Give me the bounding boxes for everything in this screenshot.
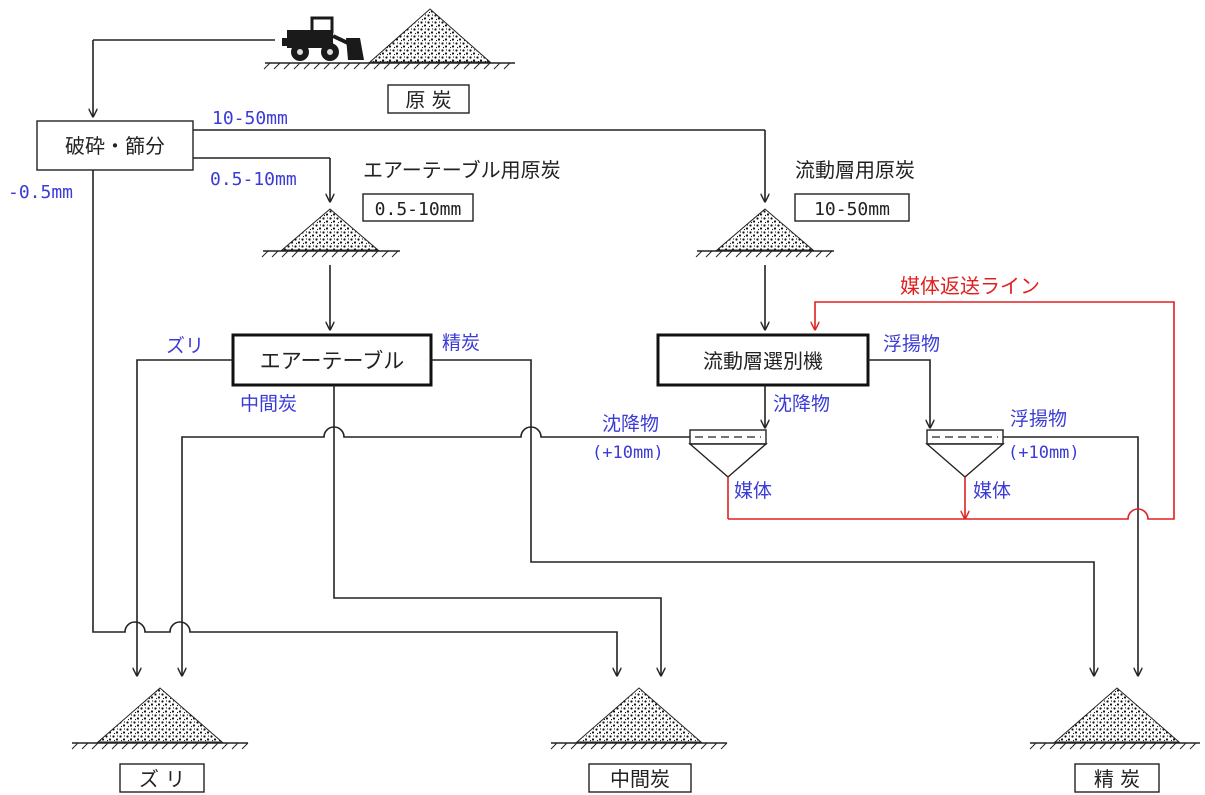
label-medium-2: 媒体 [973,480,1011,502]
fluid-bed-feed-size-box [794,193,910,222]
raw-coal-label: 原 炭 [405,88,451,112]
tailings-pile [71,687,249,750]
middlings-pile [550,687,728,750]
label-float-2-size: (+10mm) [1008,443,1080,463]
middlings-label-box [588,763,692,793]
line-sink-to-tailings [182,426,690,676]
fluid-bed-feed-pile [695,208,834,258]
label-medium-1: 媒体 [734,480,772,502]
label-10-50mm: 10-50mm [212,108,288,129]
fluid-bed-feed-title: 流動層用原炭 [795,158,915,182]
label-at-clean: 精炭 [442,332,480,354]
fluid-bed-separator-box [656,333,870,387]
label-minus-0-5mm: -0.5mm [8,182,73,203]
raw-coal-label-box [387,84,470,114]
drain-screen-float [925,429,1005,478]
clean-coal-label-box [1074,763,1160,793]
label-float-2: 浮揚物 [1010,408,1067,430]
air-table-box [231,333,433,387]
label-0-5-10mm: 0.5-10mm [210,169,297,190]
line-at-clean [431,359,1094,676]
middlings-label: 中間炭 [610,767,670,791]
label-sink-1-size: (+10mm) [592,443,664,463]
clean-coal-label: 精 炭 [1094,767,1140,791]
line-at-tailings [137,359,233,676]
fluid-bed-separator-label: 流動層選別機 [703,349,823,373]
line-at-middlings [333,385,661,676]
raw-coal-stockpile [263,8,515,70]
label-sink-2: 沈降物 [773,393,830,415]
arrow-float-to-screen [868,359,930,428]
fluid-bed-feed-size: 10-50mm [814,199,890,220]
air-table-feed-size-box [362,193,474,222]
label-float-1: 浮揚物 [883,333,940,355]
air-table-feed-title: エアーテーブル用原炭 [363,158,561,182]
drain-screen-sink [688,429,768,478]
crush-screen-label: 破砕・篩分 [65,134,165,158]
line-float-to-clean [1003,436,1138,676]
tailings-label-box [119,763,205,793]
tailings-label: ズ リ [139,767,185,791]
medium-return-line [727,301,1175,520]
label-sink-1: 沈降物 [602,413,659,435]
line-fines-to-middlings [92,170,617,676]
air-table-feed-pile [261,208,400,258]
clean-coal-pile [1029,687,1200,750]
air-table-label: エアーテーブル [260,349,404,373]
wheel-loader-icon [282,16,364,61]
label-medium-return: 媒体返送ライン [900,274,1040,298]
label-at-middlings: 中間炭 [240,393,297,415]
air-table-feed-size: 0.5-10mm [375,199,462,220]
label-at-tailings: ズリ [166,335,204,357]
crush-screen-box [36,120,194,171]
